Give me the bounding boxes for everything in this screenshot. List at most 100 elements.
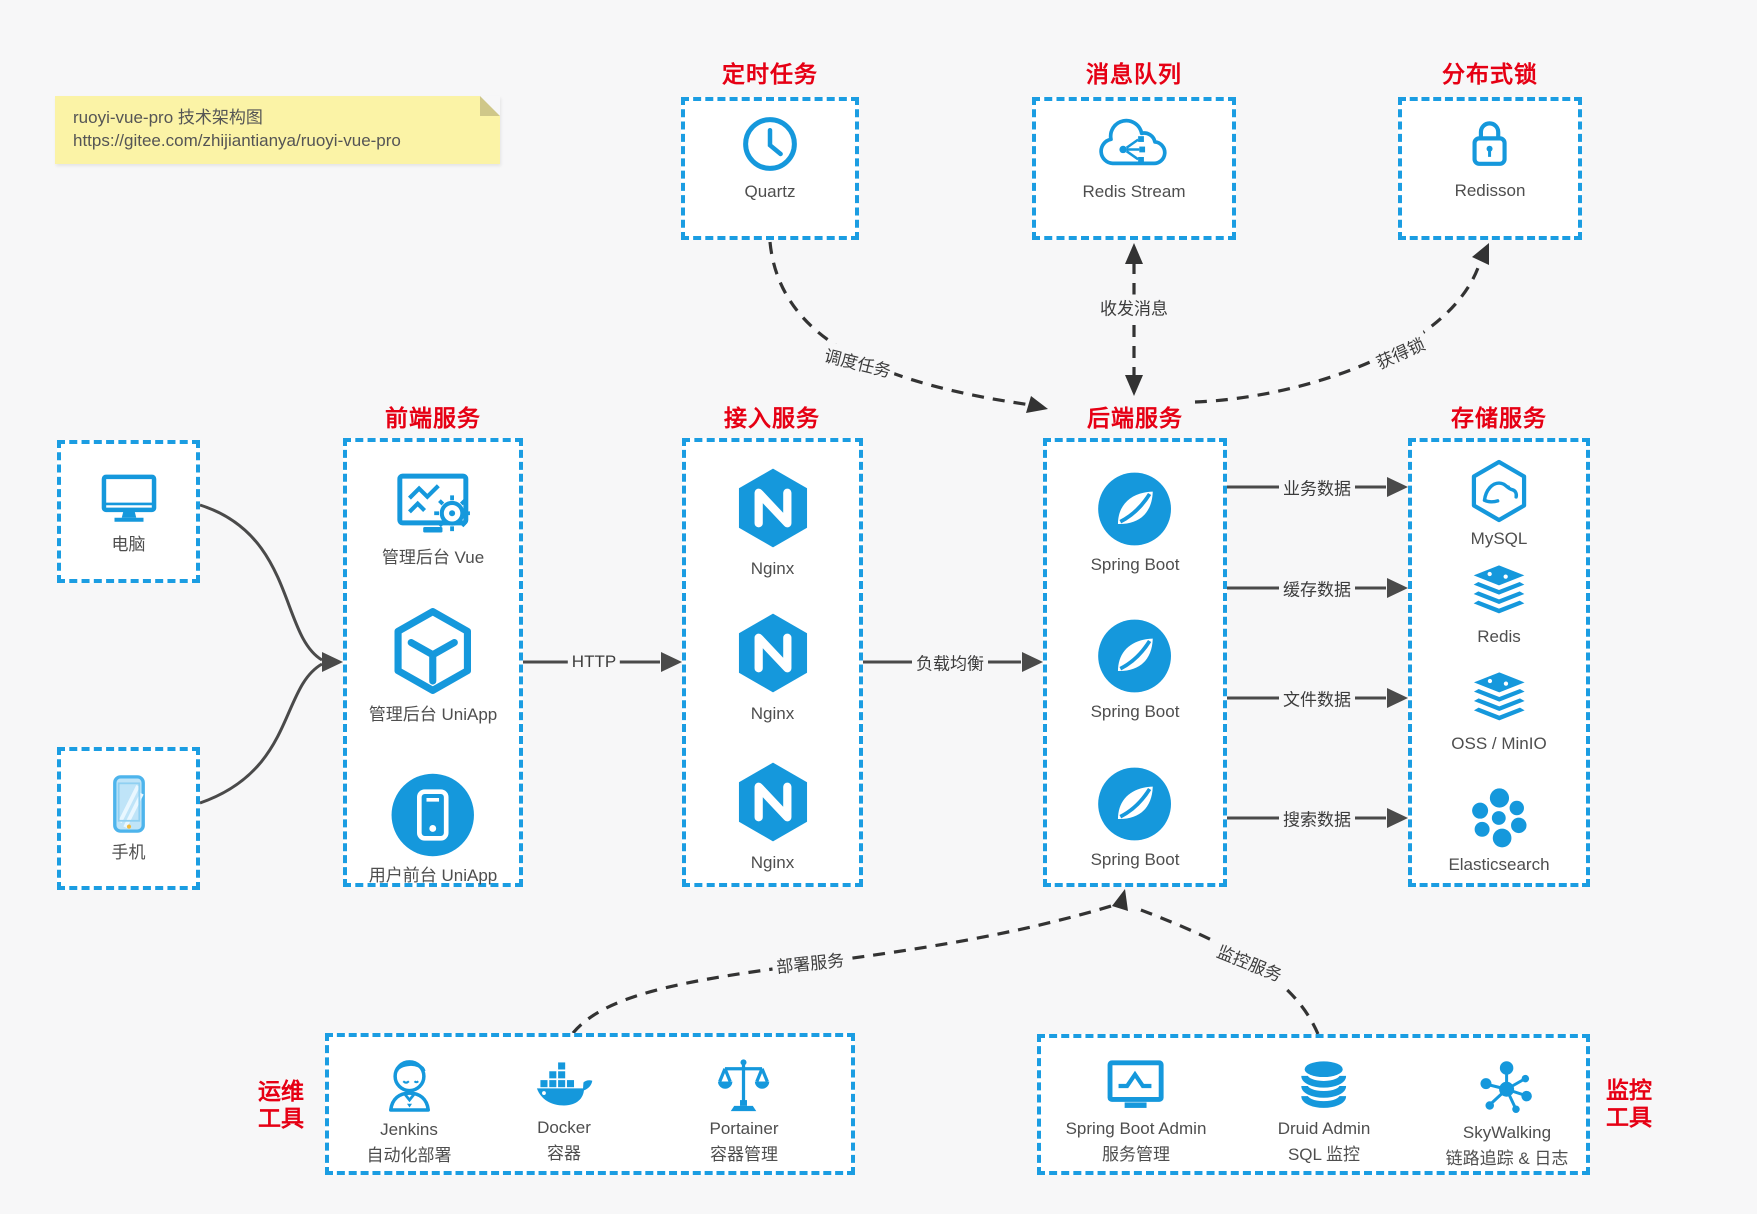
clock-icon	[743, 117, 797, 171]
spring-boot-admin-icon	[1108, 1060, 1164, 1108]
title-access: 接入服务	[724, 405, 820, 431]
node-label: Quartz	[744, 182, 796, 201]
node-mysql: MySQL	[1467, 458, 1531, 550]
node-portainer: Portainer 容器管理	[709, 1056, 778, 1166]
desktop-icon	[101, 474, 156, 522]
node-label: Nginx	[750, 853, 795, 872]
edge-pc-frontend	[199, 503, 323, 662]
mobile-icon	[112, 775, 145, 833]
node-skywalking: SkyWalking 链路追踪 & 日志	[1445, 1058, 1569, 1170]
title-backend: 后端服务	[1087, 405, 1183, 431]
node-spring-boot-admin: Spring Boot Admin 服务管理	[1065, 1058, 1207, 1166]
edge-label-cache-data: 缓存数据	[1279, 575, 1355, 601]
mysql-icon	[1471, 459, 1527, 523]
node-nginx-1: Nginx	[733, 465, 813, 580]
node-druid-admin: Druid Admin SQL 监控	[1277, 1058, 1371, 1166]
node-user-uniapp: 用户前台 UniApp	[369, 772, 497, 887]
node-label: 电脑	[111, 535, 146, 554]
edge-label-file-data: 文件数据	[1279, 685, 1355, 711]
edge-label-load-balance: 负载均衡	[912, 649, 988, 675]
druid-icon	[1301, 1061, 1347, 1108]
user-app-icon	[391, 773, 475, 857]
spring-boot-icon	[1098, 472, 1172, 546]
node-label: MySQL	[1470, 529, 1528, 548]
node-label: Nginx	[750, 559, 795, 578]
node-springboot-1: Spring Boot	[1090, 471, 1180, 576]
edge-phone-frontend	[199, 662, 323, 805]
node-label: Spring Boot	[1090, 555, 1180, 574]
skywalking-icon	[1480, 1061, 1533, 1113]
node-label: Spring Boot	[1090, 850, 1180, 869]
title-storage: 存储服务	[1451, 405, 1547, 431]
node-label: Druid Admin	[1277, 1119, 1371, 1138]
box-frontend: 管理后台 Vue 管理后台 UniApp 用户前台 UniApp	[343, 438, 523, 887]
edge-label-business-data: 业务数据	[1279, 474, 1355, 500]
edge-label-http: HTTP	[567, 652, 621, 672]
uniapp-cube-icon	[394, 608, 472, 694]
node-nginx-2: Nginx	[733, 610, 813, 725]
box-backend: Spring Boot Spring Boot Spring Boot	[1043, 438, 1227, 887]
spring-boot-icon	[1098, 767, 1172, 841]
node-label: 管理后台 UniApp	[368, 705, 498, 724]
node-admin-vue: 管理后台 Vue	[382, 470, 484, 569]
node-desc: 服务管理	[1102, 1145, 1170, 1164]
jenkins-icon	[388, 1060, 430, 1112]
node-label: Spring Boot	[1090, 702, 1180, 721]
node-jenkins: Jenkins 自动化部署	[367, 1055, 452, 1167]
node-quartz: Quartz	[740, 114, 800, 203]
box-mobile-client: 手机	[57, 747, 200, 890]
note-title: ruoyi-vue-pro 技术架构图	[73, 108, 263, 127]
node-elasticsearch: Elasticsearch	[1448, 786, 1550, 876]
node-desc: 链路追踪 & 日志	[1445, 1149, 1569, 1168]
docker-icon	[536, 1062, 593, 1106]
nginx-icon	[738, 468, 807, 548]
node-admin-uniapp: 管理后台 UniApp	[369, 605, 497, 726]
node-label: SkyWalking	[1462, 1123, 1552, 1142]
edge-label-send-receive: 收发消息	[1096, 294, 1172, 320]
box-ops-tools: Jenkins 自动化部署 Docker 容器	[325, 1033, 855, 1175]
edge-schedule-task	[768, 241, 1032, 407]
box-redisson: Redisson	[1398, 97, 1582, 240]
node-springboot-3: Spring Boot	[1090, 766, 1180, 871]
node-mobile: 手机	[103, 773, 155, 864]
title-scheduled-tasks: 定时任务	[722, 61, 818, 87]
node-desc: 容器	[547, 1144, 581, 1163]
sticky-note-fold-icon	[480, 96, 500, 116]
nginx-icon	[738, 762, 807, 842]
node-desc: SQL 监控	[1287, 1145, 1361, 1164]
node-label: OSS / MinIO	[1451, 734, 1547, 753]
node-pc: 电脑	[97, 469, 161, 556]
note-url: https://gitee.com/zhijiantianya/ruoyi-vu…	[73, 131, 401, 150]
box-access: Nginx Nginx Nginx	[682, 438, 863, 887]
node-label: Jenkins	[380, 1120, 438, 1139]
nginx-icon	[738, 613, 807, 693]
portainer-icon	[718, 1059, 770, 1112]
node-desc: 容器管理	[709, 1145, 778, 1164]
box-monitor-tools: Spring Boot Admin 服务管理 Druid Admin SQL 监…	[1037, 1034, 1590, 1175]
node-label: Nginx	[750, 704, 795, 723]
node-desc: 自动化部署	[366, 1146, 452, 1165]
node-label: Spring Boot Admin	[1065, 1119, 1207, 1138]
node-oss-minio: OSS / MinIO	[1451, 671, 1547, 755]
cloud-stream-icon	[1099, 118, 1168, 166]
node-label: 手机	[111, 843, 146, 862]
lock-icon	[1472, 121, 1508, 166]
spring-boot-icon	[1098, 619, 1172, 693]
edge-label-search-data: 搜索数据	[1279, 805, 1355, 831]
node-label: Redis Stream	[1082, 182, 1186, 201]
node-label: 管理后台 Vue	[381, 548, 485, 567]
title-ops-tools: 运维 工具	[258, 1078, 304, 1131]
node-label: Elasticsearch	[1448, 855, 1550, 874]
node-docker: Docker 容器	[531, 1059, 597, 1165]
title-frontend: 前端服务	[385, 405, 481, 431]
title-monitor-tools: 监控 工具	[1606, 1077, 1652, 1130]
admin-vue-icon	[397, 473, 471, 533]
node-nginx-3: Nginx	[733, 759, 813, 874]
node-redis: Redis	[1467, 564, 1531, 648]
box-redis-stream: Redis Stream	[1032, 97, 1236, 240]
sticky-note: ruoyi-vue-pro 技术架构图 https://gitee.com/zh…	[55, 96, 500, 164]
node-label: Redis	[1477, 627, 1521, 646]
node-label: Redisson	[1454, 181, 1526, 200]
redis-stack-icon	[1473, 565, 1525, 614]
